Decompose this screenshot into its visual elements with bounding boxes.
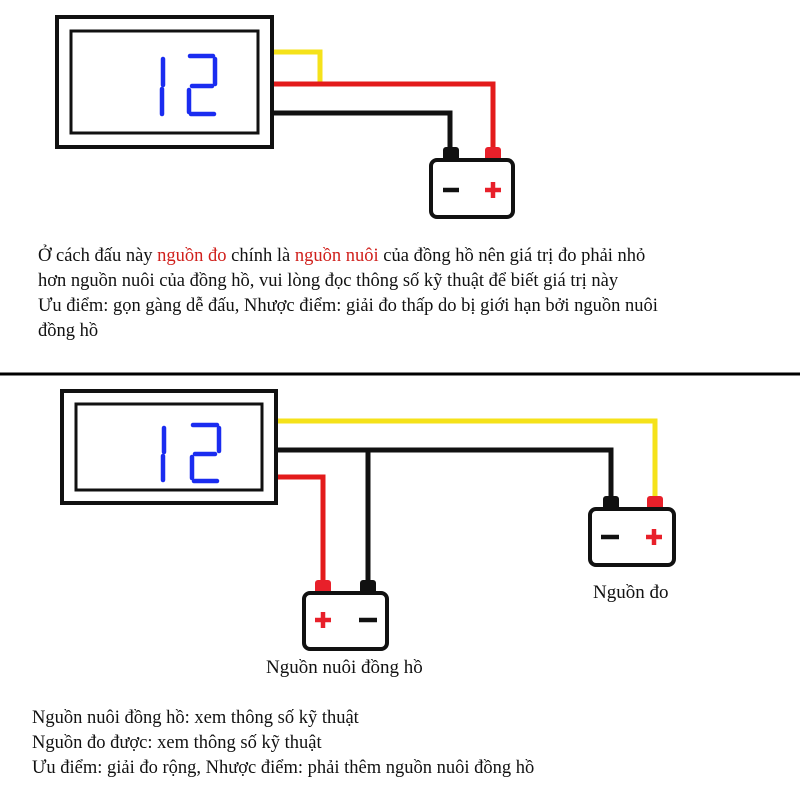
bottom-notes: Nguồn nuôi đồng hồ: xem thông số kỹ thuậ…	[32, 706, 534, 781]
top-battery	[429, 147, 515, 219]
top-desc-line-3: Ưu điểm: gọn gàng dễ đấu, Nhược điểm: gi…	[38, 296, 658, 316]
measure-battery-label: Nguồn đo	[593, 582, 669, 603]
bottom-note-line-3: Ưu điểm: giải đo rộng, Nhược điểm: phải …	[32, 758, 535, 778]
top-desc-line-2: hơn nguồn nuôi của đồng hồ, vui lòng đọc…	[38, 271, 619, 291]
highlight-measure-source: nguồn đo	[157, 246, 227, 266]
bottom-black-wire	[276, 447, 614, 500]
top-red-wire	[272, 81, 496, 150]
bottom-yellow-wire	[276, 418, 658, 500]
bottom-note-line-2: Nguồn đo được: xem thông số kỹ thuật	[32, 733, 322, 753]
top-description: Ở cách đấu này nguồn đo chính là nguồn n…	[38, 244, 658, 344]
bottom-wiring	[276, 418, 658, 585]
supply-battery-label: Nguồn nuôi đồng hồ	[266, 657, 423, 678]
measure-battery	[588, 496, 676, 567]
top-black-wire	[272, 110, 453, 150]
bottom-voltmeter	[60, 389, 278, 505]
top-desc-line-4: đồng hồ	[38, 321, 99, 341]
bottom-red-wire	[276, 474, 326, 585]
bottom-note-line-1: Nguồn nuôi đồng hồ: xem thông số kỹ thuậ…	[32, 708, 359, 728]
top-wiring	[272, 49, 496, 150]
supply-battery	[302, 580, 389, 651]
top-digit-display	[159, 53, 218, 117]
top-yellow-wire	[272, 49, 323, 84]
highlight-supply-source: nguồn nuôi	[294, 246, 379, 266]
top-desc-line-1: Ở cách đấu này nguồn đo chính là nguồn n…	[38, 246, 646, 266]
bottom-digit-display	[160, 422, 222, 484]
top-voltmeter	[55, 15, 274, 149]
